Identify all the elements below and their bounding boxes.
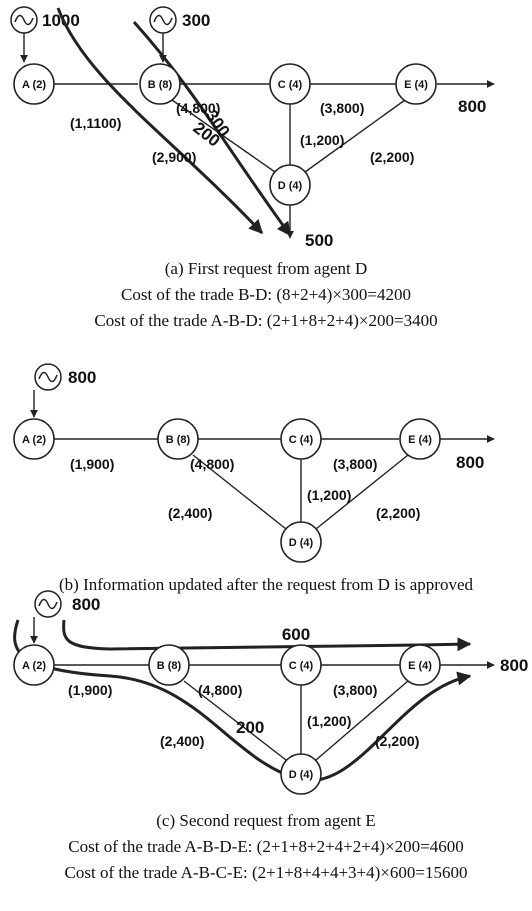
edge-e-d [304,99,406,173]
node-d: D (4) [269,164,311,206]
edge-b-d [192,454,287,530]
flow-path-a-b-c-e [62,619,472,652]
node-b-label: B (8) [148,79,173,91]
edge-label-ab: (1,1100) [70,115,121,131]
sink-e-value: 800 [458,97,486,116]
caption-a-line2: Cost of the trade A-B-D: (2+1+8+2+4)×200… [94,311,437,330]
node-d: D (4) [280,521,322,563]
edge-e-d [315,680,409,761]
source-a-value: 800 [72,595,100,614]
node-b: B (8) [148,644,190,686]
node-d-label: D (4) [289,537,314,549]
caption-a-title: (a) First request from agent D [165,259,368,278]
node-c-label: C (4) [289,434,314,446]
flow-value-1: 600 [282,625,310,644]
edge-label-ed: (2,200) [370,149,414,165]
caption-a-line1: Cost of the trade B-D: (8+2+4)×300=4200 [121,285,411,304]
edge-label-cd: (1,200) [307,713,351,729]
edge-label-ce: (3,800) [333,456,377,472]
flow-value-2: 200 [236,718,264,737]
node-b: B (8) [157,418,199,460]
node-c: C (4) [269,63,311,105]
sink-e-value: 800 [456,453,484,472]
edge-label-ab: (1,900) [70,456,114,472]
node-a-label: A (2) [22,660,46,672]
node-c-label: C (4) [289,660,314,672]
diagram-c: 800 800 600 200 A (2) B (8) C (4) E (4) … [13,590,528,882]
caption-c-line1: Cost of the trade A-B-D-E: (2+1+8+2+4+2+… [68,837,463,856]
edge-label-ce: (3,800) [320,100,364,116]
source-a-value: 1000 [42,11,80,30]
edge-label-ab: (1,900) [68,682,112,698]
node-a: A (2) [13,63,55,105]
edge-label-cd: (1,200) [307,487,351,503]
sine-wave-icon [153,14,173,26]
edge-label-ed: (2,200) [376,505,420,521]
sink-e-value: 800 [500,656,528,675]
edge-label-bd: (2,900) [152,149,196,165]
source-a-value: 800 [68,368,96,387]
edge-label-ce: (3,800) [333,682,377,698]
node-b-label: B (8) [166,434,191,446]
caption-c-title: (c) Second request from agent E [156,811,376,830]
node-b: B (8) [139,63,181,105]
edge-e-d [315,454,409,530]
edge-b-d [171,99,276,173]
flow-path-a-b-d [56,7,264,235]
caption-c-line2: Cost of the trade A-B-C-E: (2+1+8+4+4+3+… [65,863,468,882]
node-e-label: E (4) [408,660,432,672]
node-a-label: A (2) [22,434,46,446]
edge-b-d [183,680,287,761]
node-a-label: A (2) [22,79,46,91]
node-a: A (2) [13,644,55,686]
diagram-a: 1000 300 800 500 200 300 A (2) B (8) C (… [10,6,495,330]
sine-wave-icon [14,14,34,26]
sine-wave-icon [38,598,58,610]
edge-label-ed: (2,200) [375,733,419,749]
node-d-label: D (4) [278,180,303,192]
node-b-label: B (8) [157,660,182,672]
node-e-label: E (4) [404,79,428,91]
node-c: C (4) [280,418,322,460]
edge-label-bd: (2,400) [160,733,204,749]
node-e: E (4) [399,644,441,686]
edge-label-bd: (2,400) [168,505,212,521]
flow-path-b-d [132,20,292,237]
sink-d-value: 500 [305,231,333,250]
node-e: E (4) [399,418,441,460]
node-d-label: D (4) [289,769,314,781]
source-b-value: 300 [182,11,210,30]
sine-wave-icon [38,371,58,383]
node-d: D (4) [280,753,322,795]
node-a: A (2) [13,418,55,460]
edge-label-bc: (4,800) [198,682,242,698]
diagram-b: 800 800 A (2) B (8) C (4) E (4) D (4) (1… [13,363,495,594]
node-c-label: C (4) [278,79,303,91]
caption-b-title: (b) Information updated after the reques… [59,575,473,594]
node-e: E (4) [395,63,437,105]
node-e-label: E (4) [408,434,432,446]
edge-label-cd: (1,200) [300,132,344,148]
edge-label-bc: (4,800) [176,100,220,116]
node-c: C (4) [280,644,322,686]
edge-label-bc: (4,800) [190,456,234,472]
